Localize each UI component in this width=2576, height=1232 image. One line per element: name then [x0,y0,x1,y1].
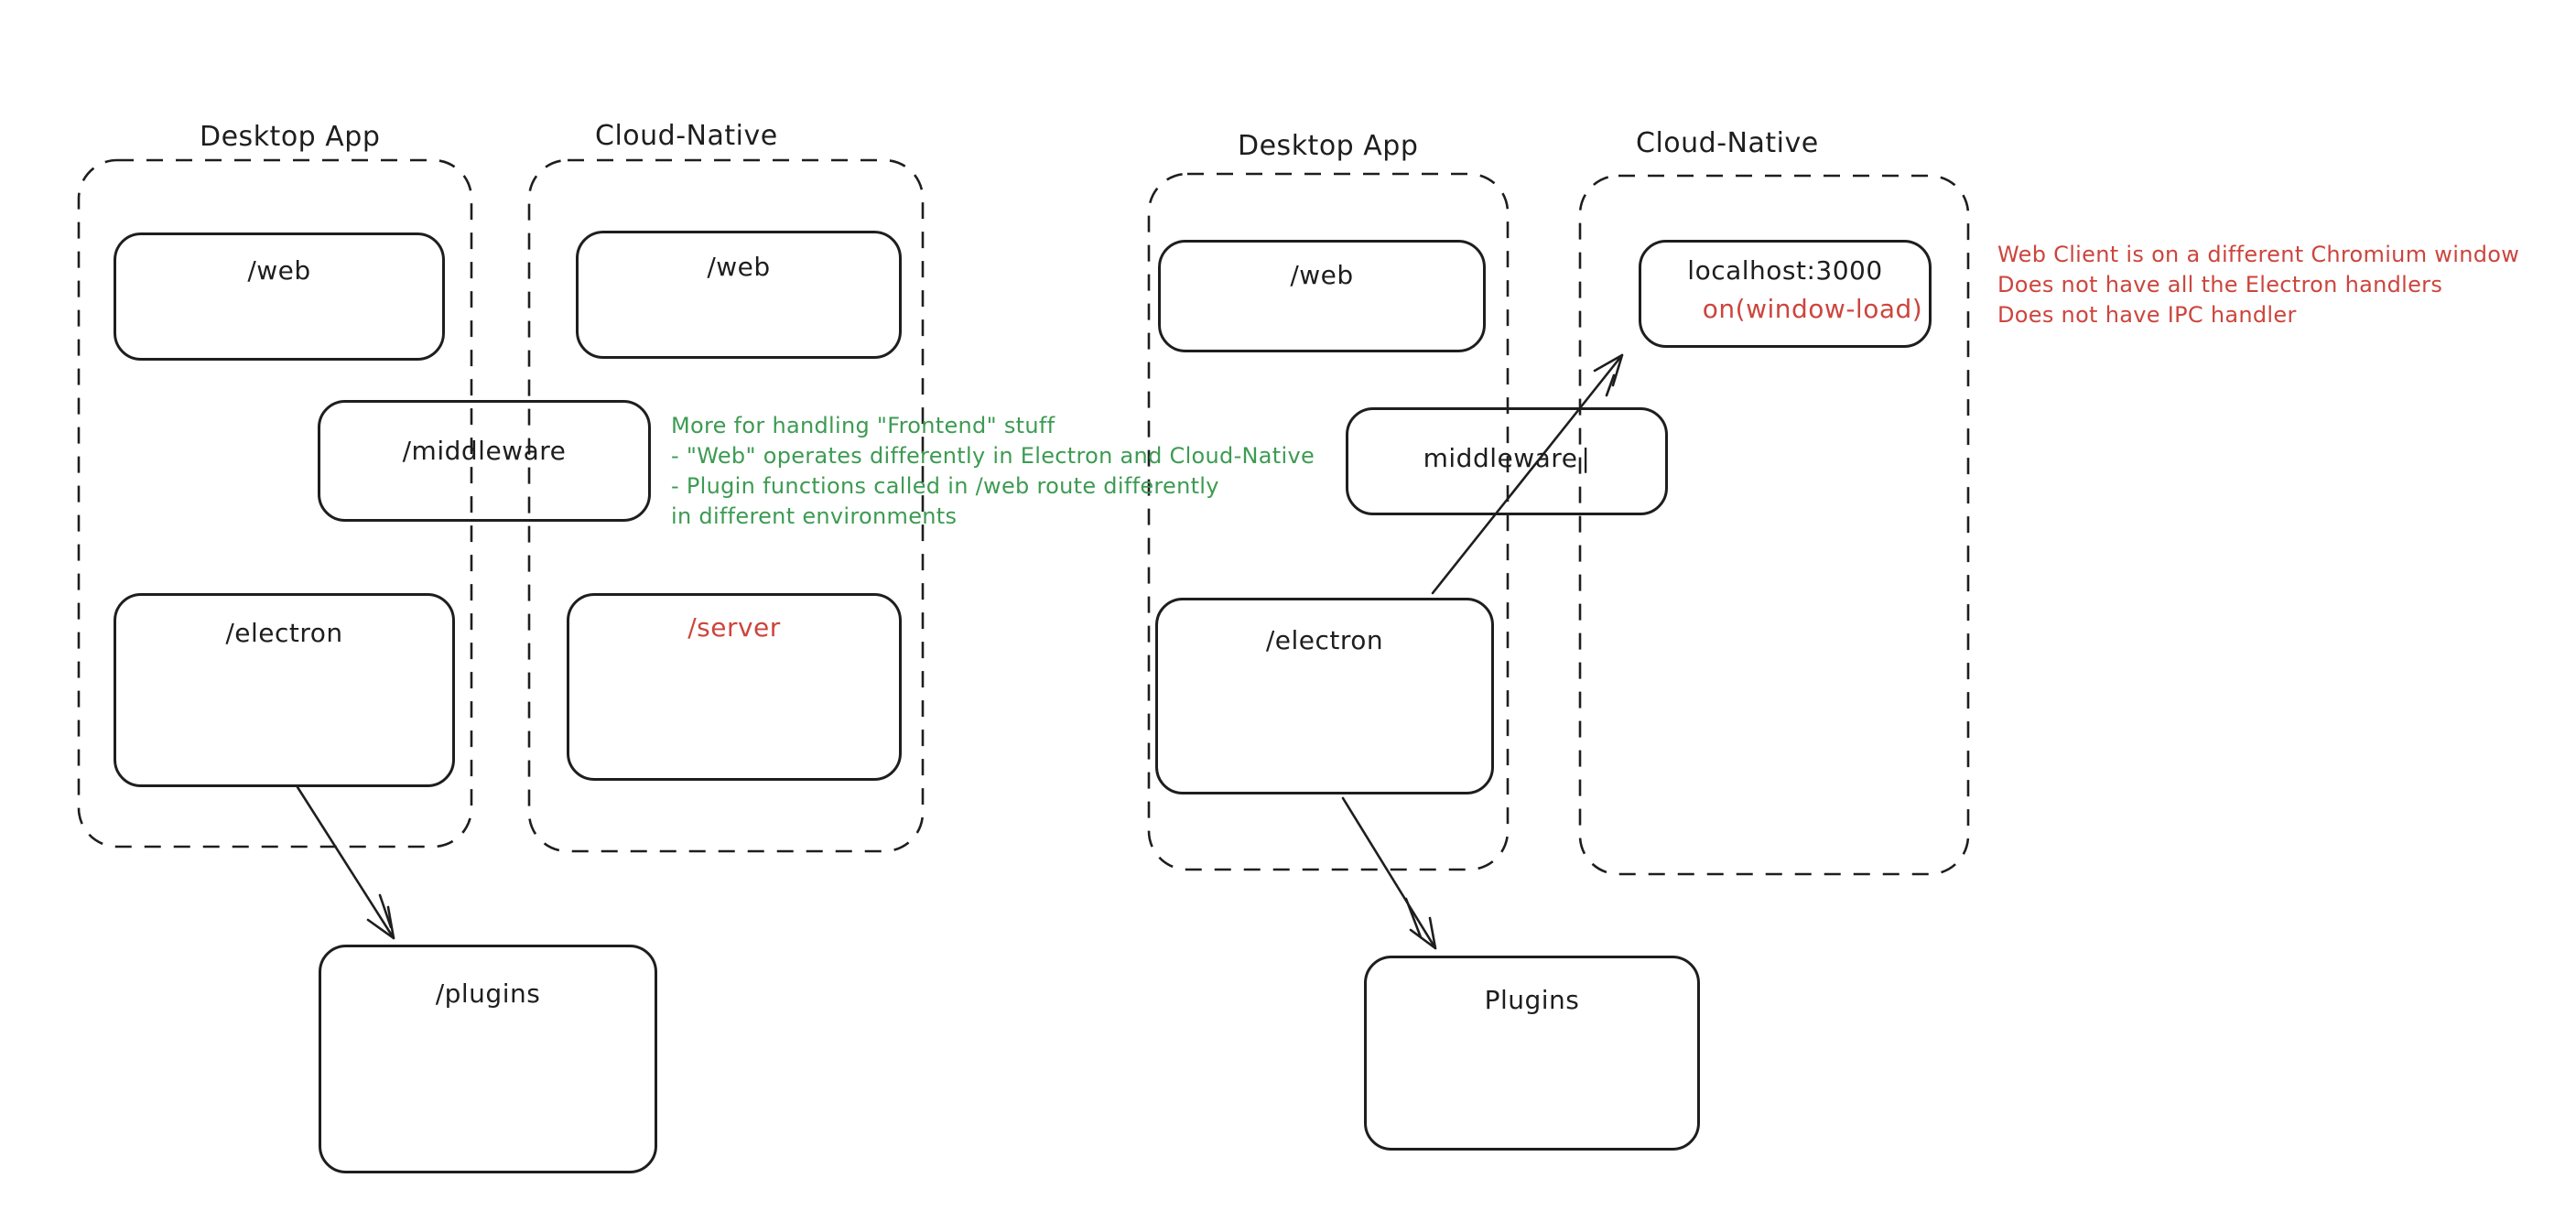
node-left-electron[interactable]: /electron [114,593,455,787]
node-label: /electron [1265,625,1384,655]
arrow-stray-stroke [1605,373,1616,397]
node-right-electron[interactable]: /electron [1155,598,1494,794]
frame-right-cloud-native[interactable] [1578,174,1970,876]
node-label: /electron [225,618,343,648]
node-label: /web [707,252,771,282]
note-line: in different environments [671,503,958,529]
node-right-middleware[interactable]: middleware| [1346,407,1668,515]
node-label: /web [247,255,311,286]
note-green-frontend[interactable]: More for handling "Frontend" stuff - "We… [671,411,1315,532]
arrow-stray-stroke [378,893,393,929]
arrow-stray-stroke [1404,897,1423,939]
node-right-plugins[interactable]: Plugins [1364,956,1700,1151]
text-cursor: | [1581,443,1591,473]
group-title-right-desktop-app[interactable]: Desktop App [1238,130,1419,162]
node-right-web[interactable]: /web [1158,240,1486,352]
node-label-event: on(window-load) [1702,294,1923,324]
arrowhead [366,905,395,940]
node-left-server[interactable]: /server [567,593,902,781]
node-label: /plugins [435,978,541,1009]
arrowhead [1409,916,1437,950]
node-left-plugins[interactable]: /plugins [319,945,657,1173]
note-line: Does not have IPC handler [1997,302,2297,328]
note-line: Does not have all the Electron handlers [1997,272,2443,297]
frame-left-desktop-app[interactable] [77,158,473,848]
frame-left-cloud-native[interactable] [527,158,925,853]
node-left-web[interactable]: /web [114,232,445,361]
arrow-right-electron-to-localhost[interactable] [1431,353,1624,595]
node-label: /server [687,612,781,643]
node-label: localhost:3000 [1687,255,1883,286]
node-right-localhost[interactable]: localhost:3000 on(window-load) [1639,240,1932,348]
group-title-right-cloud-native[interactable]: Cloud-Native [1636,127,1819,159]
node-left-cloud-web[interactable]: /web [576,231,902,359]
node-label: Plugins [1484,985,1580,1015]
frame-right-desktop-app[interactable] [1147,172,1510,871]
arrowhead [1593,353,1624,387]
note-line: - "Web" operates differently in Electron… [671,443,1315,469]
note-line: More for handling "Frontend" stuff [671,413,1055,438]
note-red-web-client[interactable]: Web Client is on a different Chromium wi… [1997,240,2519,330]
group-title-left-cloud-native[interactable]: Cloud-Native [595,120,778,152]
node-label-text: middleware [1423,443,1578,473]
node-label: middleware| [1348,443,1665,473]
node-label: /web [1290,260,1354,290]
arrow-left-electron-to-plugins[interactable] [296,785,395,940]
note-line: Web Client is on a different Chromium wi… [1997,242,2520,267]
node-left-middleware[interactable]: /middleware [318,400,651,522]
node-label: /middleware [402,436,567,466]
note-line: - Plugin functions called in /web route … [671,473,1219,499]
group-title-left-desktop-app[interactable]: Desktop App [200,121,381,153]
arrow-right-electron-to-plugins[interactable] [1341,796,1437,950]
